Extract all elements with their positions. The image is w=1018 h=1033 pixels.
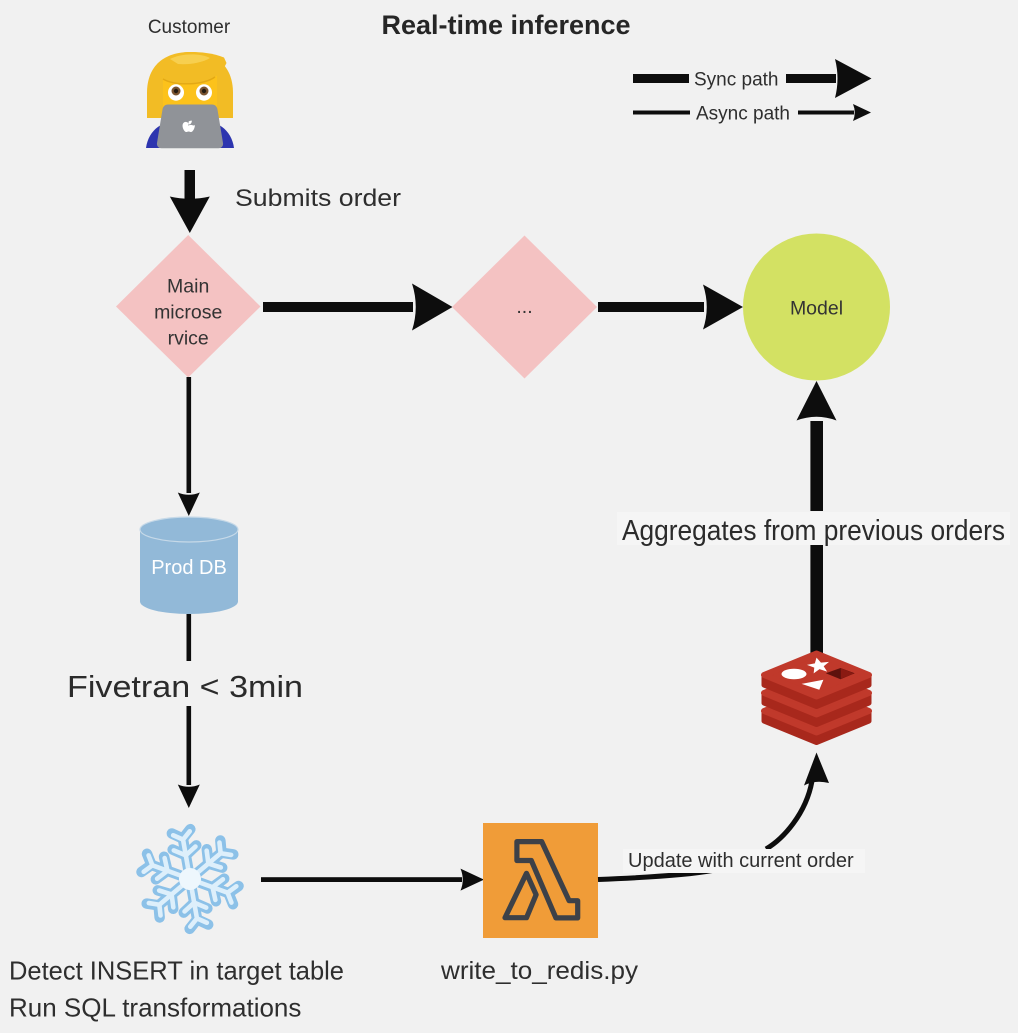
svg-text:...: ... (516, 296, 532, 318)
svg-text:rvice: rvice (168, 328, 209, 350)
svg-text:Sync path: Sync path (694, 70, 779, 91)
svg-text:Async path: Async path (696, 104, 790, 125)
svg-text:Customer: Customer (148, 17, 231, 38)
svg-text:Real-time inference: Real-time inference (381, 10, 630, 40)
svg-text:Run SQL transformations: Run SQL transformations (9, 993, 301, 1023)
svg-text:Submits order: Submits order (235, 185, 401, 212)
svg-text:Main: Main (167, 276, 209, 298)
svg-text:Model: Model (790, 298, 843, 320)
svg-text:Update with current order: Update with current order (628, 850, 854, 872)
svg-text:Aggregates from previous order: Aggregates from previous orders (622, 515, 1005, 547)
svg-text:Detect INSERT in target table: Detect INSERT in target table (9, 956, 344, 986)
svg-text:write_to_redis.py: write_to_redis.py (440, 957, 639, 985)
svg-text:Fivetran < 3min: Fivetran < 3min (67, 669, 303, 704)
svg-text:microse: microse (154, 302, 222, 324)
svg-text:Prod DB: Prod DB (151, 557, 227, 579)
